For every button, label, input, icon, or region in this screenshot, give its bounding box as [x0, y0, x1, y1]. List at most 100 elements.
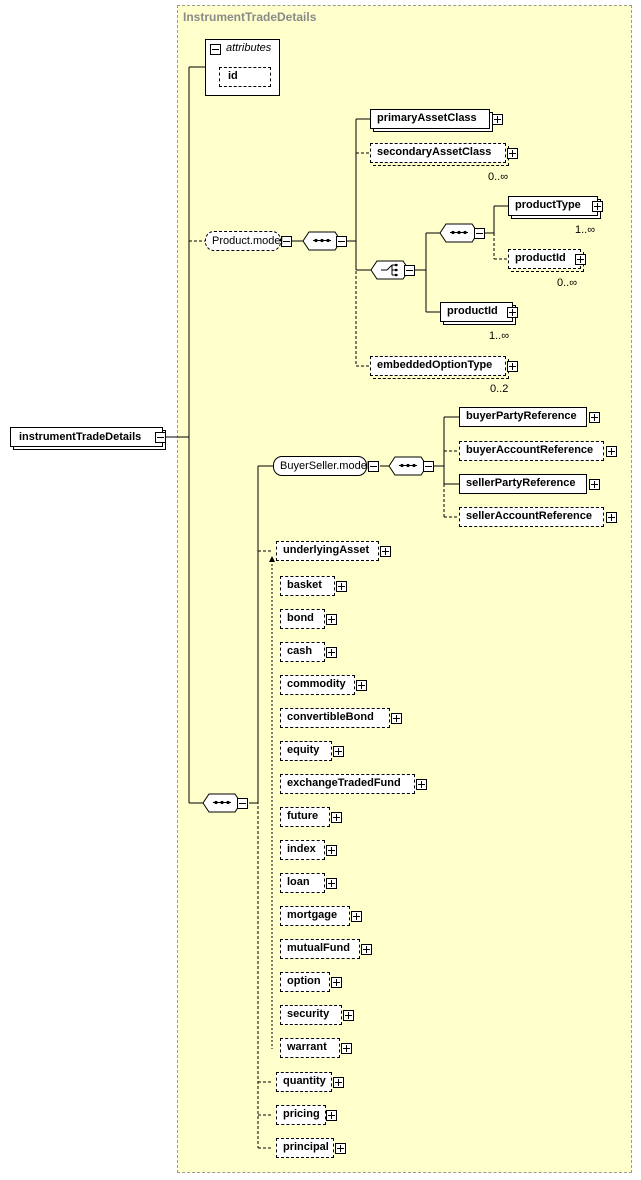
expand-icon[interactable] — [335, 1143, 346, 1154]
element-label: buyerPartyReference — [466, 410, 577, 422]
element-basket[interactable]: basket — [280, 576, 335, 596]
element-shadow — [373, 146, 509, 166]
product-model-group[interactable]: Product.model — [205, 231, 283, 251]
element-shadow — [373, 359, 509, 379]
element-label: buyerAccountReference — [466, 444, 594, 456]
element-label: mutualFund — [287, 942, 350, 954]
collapse-icon[interactable] — [404, 265, 415, 276]
element-label: embeddedOptionType — [377, 359, 493, 371]
expand-icon[interactable] — [606, 512, 617, 523]
cardinality: 0..∞ — [557, 277, 578, 289]
element-productType[interactable]: productType — [508, 196, 598, 216]
element-sellerPartyReference[interactable]: sellerPartyReference — [459, 474, 587, 494]
expand-icon[interactable] — [331, 977, 342, 988]
element-productId-required[interactable]: productId — [440, 302, 513, 322]
element-buyerAccountReference[interactable]: buyerAccountReference — [459, 441, 604, 461]
expand-icon[interactable] — [326, 614, 337, 625]
element-embeddedOptionType[interactable]: embeddedOptionType — [370, 356, 506, 376]
buyer-seller-model-group[interactable]: BuyerSeller.model — [273, 456, 369, 476]
element-equity[interactable]: equity — [280, 741, 332, 761]
element-label: basket — [287, 579, 322, 591]
element-label: sellerAccountReference — [466, 510, 592, 522]
expand-icon[interactable] — [416, 779, 427, 790]
element-mortgage[interactable]: mortgage — [280, 906, 350, 926]
element-option[interactable]: option — [280, 972, 330, 992]
expand-icon[interactable] — [351, 911, 362, 922]
element-exchangeTradedFund[interactable]: exchangeTradedFund — [280, 774, 415, 794]
collapse-icon[interactable] — [336, 236, 347, 247]
element-label: future — [287, 810, 319, 822]
element-index[interactable]: index — [280, 840, 325, 860]
expand-icon[interactable] — [333, 1077, 344, 1088]
expand-icon[interactable] — [326, 1110, 337, 1121]
element-commodity[interactable]: commodity — [280, 675, 355, 695]
attributes-title: attributes — [226, 42, 272, 54]
expand-icon[interactable] — [391, 713, 402, 724]
root-element[interactable]: instrumentTradeDetails — [10, 427, 163, 447]
element-future[interactable]: future — [280, 807, 330, 827]
element-label: exchangeTradedFund — [287, 777, 401, 789]
expand-icon[interactable] — [589, 479, 600, 490]
element-cash[interactable]: cash — [280, 642, 325, 662]
element-buyerPartyReference[interactable]: buyerPartyReference — [459, 407, 587, 427]
expand-icon[interactable] — [341, 1043, 352, 1054]
element-primaryAssetClass[interactable]: primaryAssetClass — [370, 109, 490, 129]
element-label: productId — [447, 305, 498, 317]
element-label: security — [287, 1008, 330, 1020]
expand-icon[interactable] — [326, 878, 337, 889]
element-label: bond — [287, 612, 314, 624]
element-underlyingAsset[interactable]: underlyingAsset — [276, 541, 379, 561]
element-sellerAccountReference[interactable]: sellerAccountReference — [459, 507, 604, 527]
expand-icon[interactable] — [592, 201, 603, 212]
expand-icon[interactable] — [326, 647, 337, 658]
element-mutualFund[interactable]: mutualFund — [280, 939, 360, 959]
collapse-icon[interactable] — [474, 228, 485, 239]
element-pricing[interactable]: pricing — [276, 1105, 326, 1125]
element-label: commodity — [287, 678, 346, 690]
expand-icon[interactable] — [333, 746, 344, 757]
collapse-icon[interactable] — [210, 44, 221, 55]
expand-icon[interactable] — [361, 944, 372, 955]
element-security[interactable]: security — [280, 1005, 342, 1025]
expand-icon[interactable] — [336, 581, 347, 592]
element-label: productId — [515, 252, 566, 264]
element-label: loan — [287, 876, 310, 888]
collapse-icon[interactable] — [281, 236, 292, 247]
expand-icon[interactable] — [589, 412, 600, 423]
expand-icon[interactable] — [343, 1010, 354, 1021]
element-bond[interactable]: bond — [280, 609, 325, 629]
expand-icon[interactable] — [380, 546, 391, 557]
collapse-icon[interactable] — [368, 461, 379, 472]
element-warrant[interactable]: warrant — [280, 1038, 340, 1058]
product-model-label: Product.model — [212, 235, 283, 247]
element-label: option — [287, 975, 321, 987]
cardinality: 0..∞ — [488, 171, 509, 183]
expand-icon[interactable] — [507, 307, 518, 318]
expand-icon[interactable] — [492, 114, 503, 125]
collapse-icon[interactable] — [237, 798, 248, 809]
attribute-id[interactable]: id — [219, 67, 271, 87]
element-loan[interactable]: loan — [280, 873, 325, 893]
expand-icon[interactable] — [606, 446, 617, 457]
element-quantity[interactable]: quantity — [276, 1072, 332, 1092]
element-label: quantity — [283, 1075, 326, 1087]
expand-icon[interactable] — [326, 845, 337, 856]
group-title: InstrumentTradeDetails — [183, 10, 317, 24]
cardinality: 0..2 — [490, 383, 509, 395]
element-label: convertibleBond — [287, 711, 374, 723]
expand-icon[interactable] — [507, 148, 518, 159]
element-principal[interactable]: principal — [276, 1138, 334, 1158]
expand-icon[interactable] — [331, 812, 342, 823]
element-productId-optional[interactable]: productId — [508, 249, 581, 269]
collapse-icon[interactable] — [423, 461, 434, 472]
expand-icon[interactable] — [507, 361, 518, 372]
collapse-icon[interactable] — [155, 432, 166, 443]
expand-icon[interactable] — [356, 680, 367, 691]
expand-icon[interactable] — [575, 254, 586, 265]
element-label: mortgage — [287, 909, 338, 921]
element-label: principal — [283, 1141, 329, 1153]
root-element-label: instrumentTradeDetails — [19, 431, 142, 443]
element-secondaryAssetClass[interactable]: secondaryAssetClass — [370, 143, 506, 163]
element-convertibleBond[interactable]: convertibleBond — [280, 708, 390, 728]
